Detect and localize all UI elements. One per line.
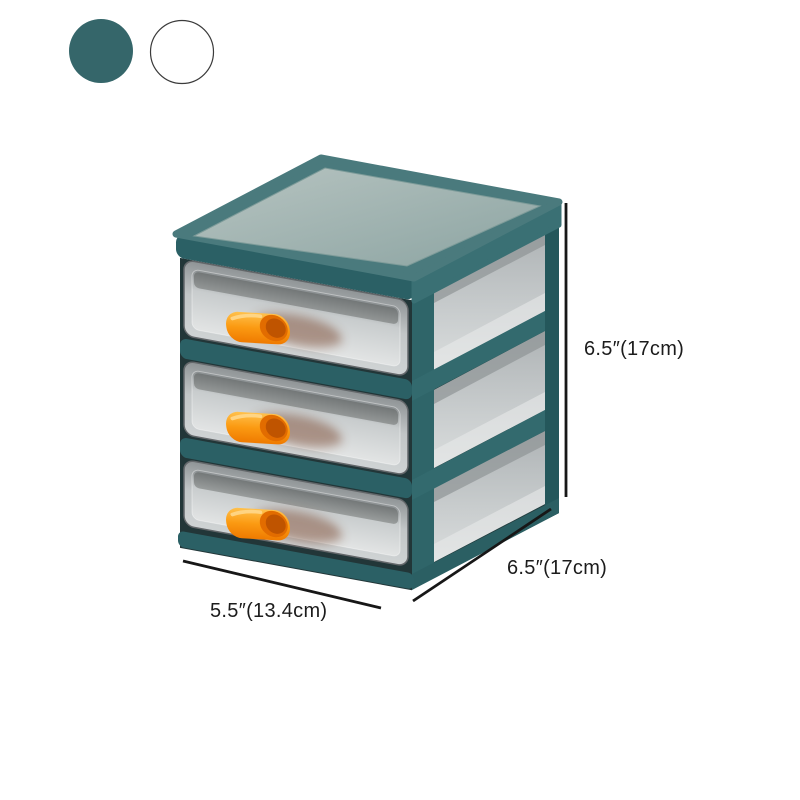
color-swatches — [69, 19, 215, 85]
dimension-lines — [182, 203, 568, 610]
frame-rail-2 — [180, 438, 412, 499]
drawer-3 — [183, 460, 409, 566]
product-front — [176, 235, 414, 591]
dimension-label-depth: 6.5″(17cm) — [507, 557, 608, 579]
swatch-white[interactable] — [149, 19, 215, 85]
frame-rail-1 — [180, 339, 412, 400]
dimension-label-width: 5.5″(13.4cm) — [210, 600, 328, 622]
product-render — [172, 154, 563, 591]
drawer-2 — [183, 361, 409, 475]
swatch-dark-green[interactable] — [69, 19, 133, 83]
frame-base — [178, 531, 414, 589]
drawer-1 — [183, 260, 409, 376]
product-side-panel — [412, 224, 559, 590]
dimension-line-width — [182, 559, 382, 610]
dimension-line-depth — [412, 507, 552, 603]
frame-top-rail — [176, 235, 414, 300]
dimension-label-height: 6.5″(17cm) — [584, 338, 685, 360]
product-top-tray — [172, 154, 563, 304]
